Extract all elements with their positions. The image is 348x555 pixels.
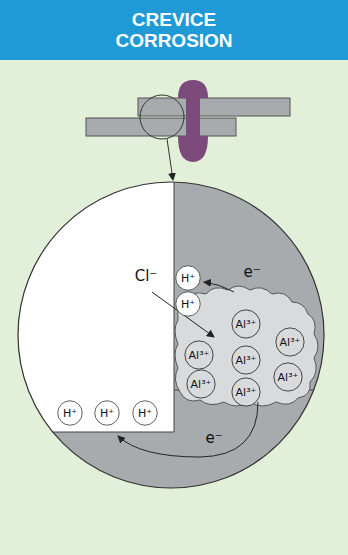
hydrogen-ion: H⁺ xyxy=(175,291,201,317)
aluminium-ion: Al³⁺ xyxy=(231,309,261,339)
aluminium-ion: Al³⁺ xyxy=(184,340,214,370)
chloride-arrow xyxy=(152,292,214,337)
ion-label: Al³⁺ xyxy=(189,349,210,362)
ion-label: H⁺ xyxy=(181,272,195,285)
aluminium-ion: Al³⁺ xyxy=(231,345,261,375)
electron-arrow xyxy=(118,402,258,457)
ion-label: Al³⁺ xyxy=(236,354,257,367)
ion-label: Al³⁺ xyxy=(236,318,257,331)
aluminium-ion: Al³⁺ xyxy=(273,362,303,392)
magnified-crevice xyxy=(0,170,348,500)
magnifier-circle xyxy=(18,182,324,488)
electron-label: e⁻ xyxy=(205,429,222,447)
ion-label: H⁺ xyxy=(63,407,77,420)
ion-label: Al³⁺ xyxy=(236,386,257,399)
electron-arrow xyxy=(204,282,234,292)
ion-label: Al³⁺ xyxy=(280,336,301,349)
riveted-joint xyxy=(86,80,290,162)
hydrogen-ion: H⁺ xyxy=(175,265,201,291)
magnifier-ring xyxy=(140,95,184,139)
magnifier-pointer xyxy=(167,139,173,180)
ion-label: H⁺ xyxy=(181,298,195,311)
hydrogen-ion: H⁺ xyxy=(94,400,120,426)
ion-label: Al³⁺ xyxy=(191,378,212,391)
aluminium-ion: Al³⁺ xyxy=(186,369,216,399)
header-band: CREVICE CORROSION xyxy=(0,0,348,60)
aluminium-ion: Al³⁺ xyxy=(275,327,305,357)
ion-label: H⁺ xyxy=(100,407,114,420)
title: CREVICE CORROSION xyxy=(99,9,249,51)
electron-label: e⁻ xyxy=(243,263,260,281)
hydrogen-ion: H⁺ xyxy=(57,400,83,426)
aluminium-ion: Al³⁺ xyxy=(231,377,261,407)
ion-label: Al³⁺ xyxy=(278,371,299,384)
hydrogen-ion: H⁺ xyxy=(132,400,158,426)
chloride-label: Cl⁻ xyxy=(135,267,158,285)
ion-label: H⁺ xyxy=(138,407,152,420)
